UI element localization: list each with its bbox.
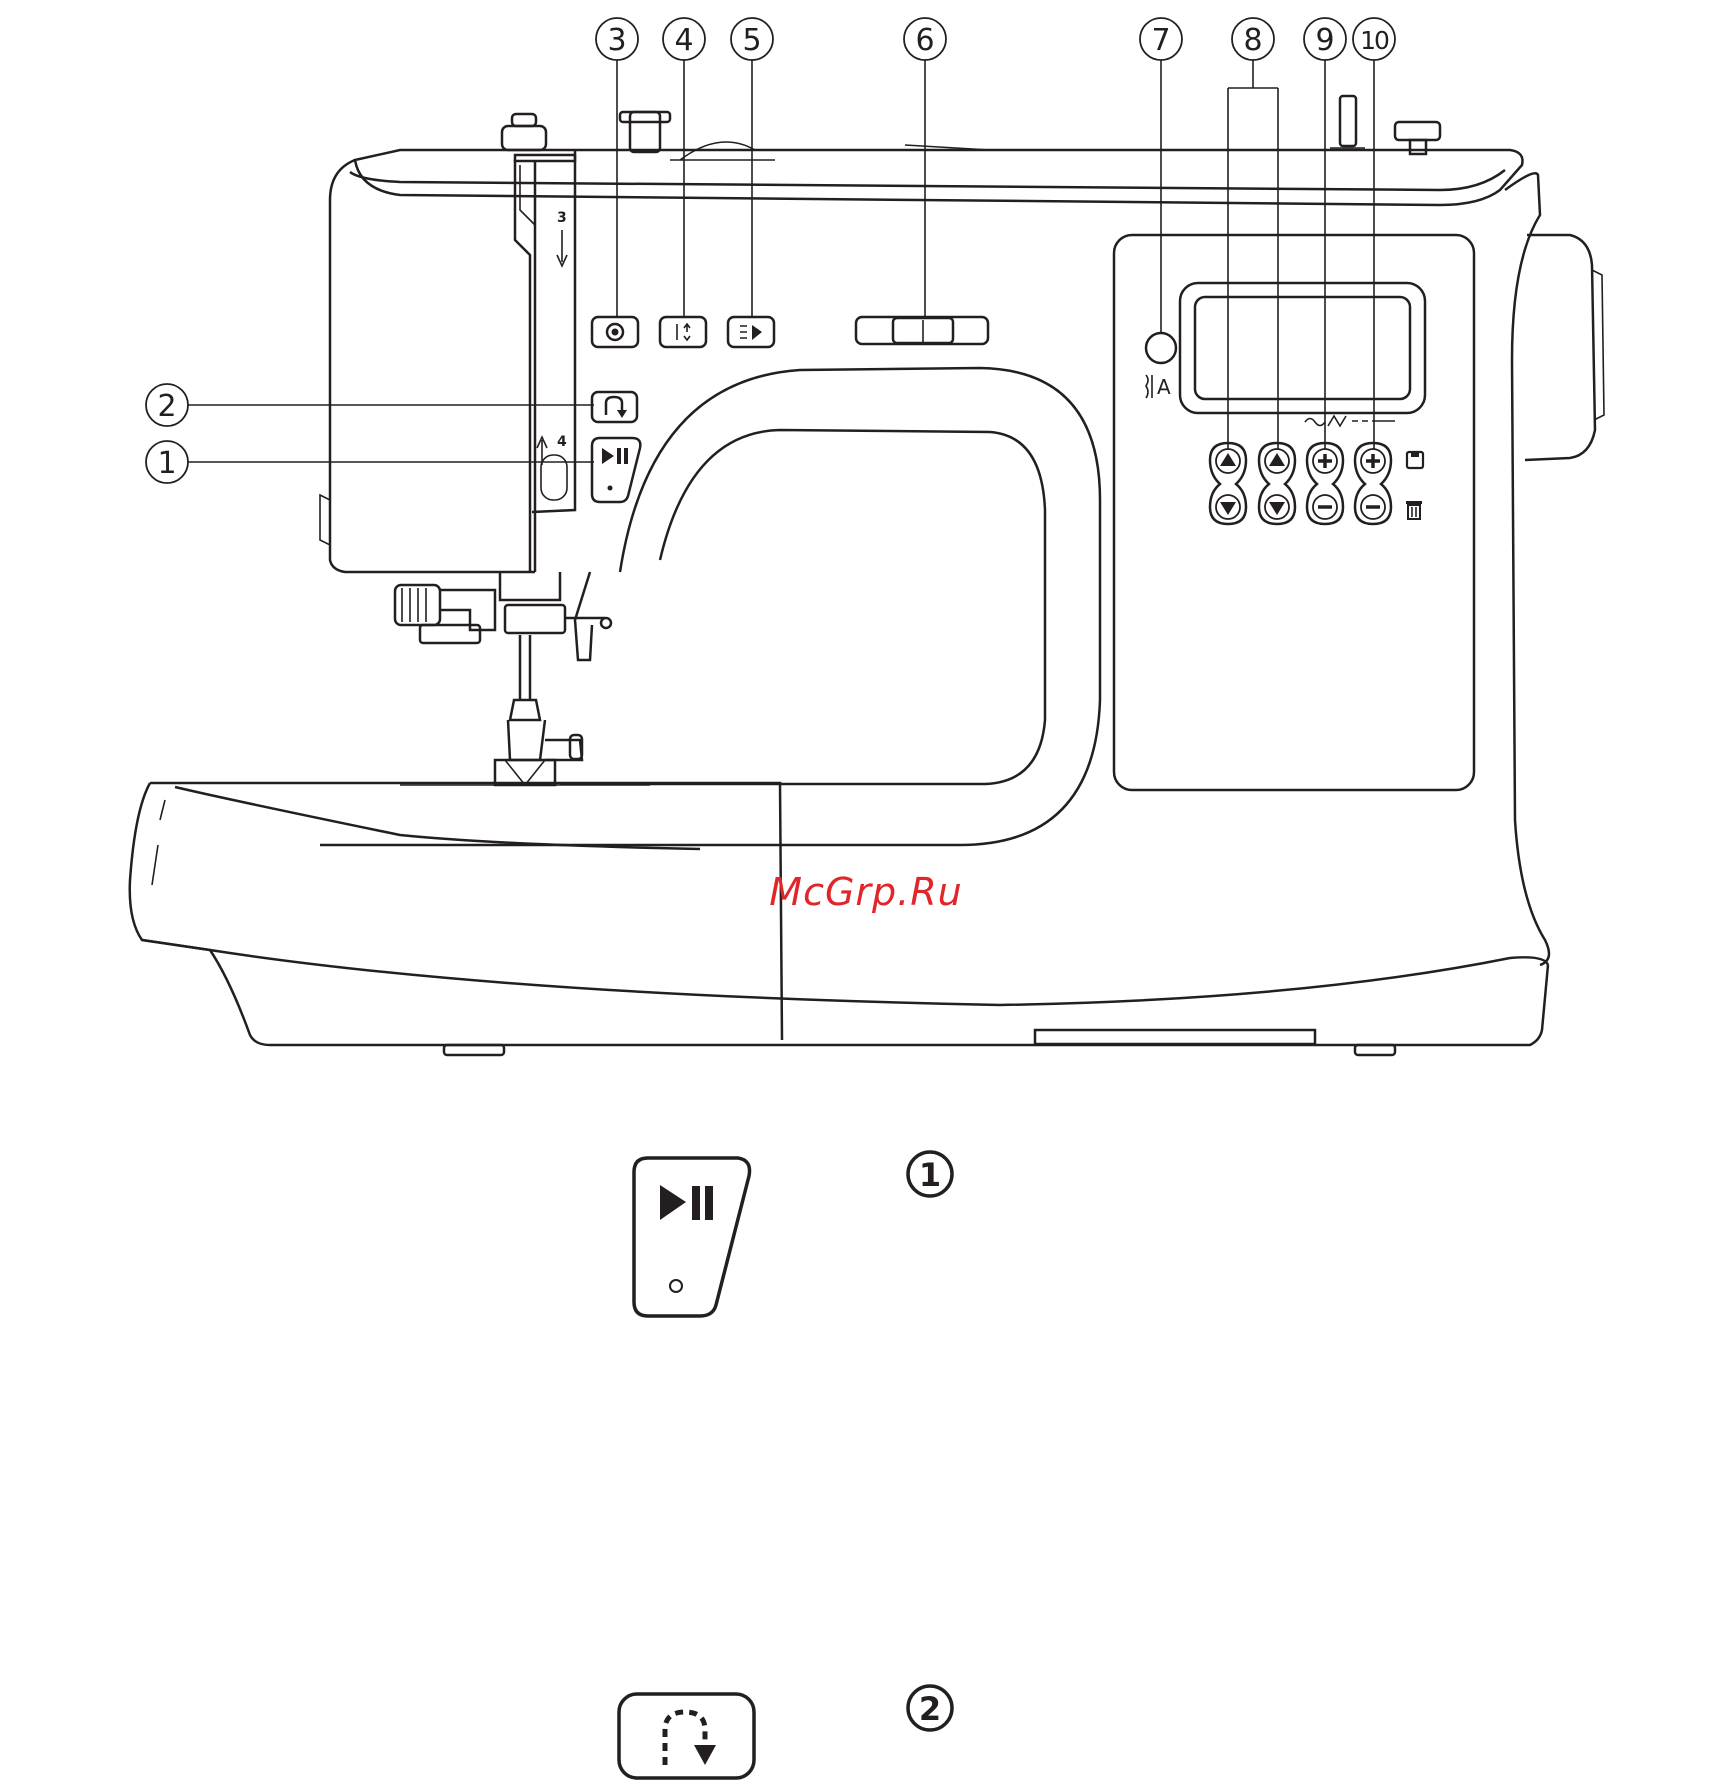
detail-callout-2: 2 [919, 1690, 941, 1728]
top-button-group [592, 317, 988, 347]
callout-9: 9 [1315, 23, 1334, 58]
callout-3: 3 [607, 23, 626, 58]
callout-1: 1 [157, 446, 176, 481]
detail-reverse-button [619, 1694, 754, 1778]
presser-foot-assembly [395, 572, 650, 785]
watermark: McGrp.Ru [769, 870, 962, 914]
thread-guide-marker-3: 3 [557, 210, 567, 226]
mode-button[interactable] [1146, 333, 1176, 363]
callout-7: 7 [1151, 23, 1170, 58]
display-frame [1180, 283, 1425, 413]
callout-8: 8 [1243, 23, 1262, 58]
callout-2: 2 [157, 389, 176, 424]
callout-4: 4 [674, 23, 693, 58]
callout-10: 10 [1360, 26, 1389, 55]
scroll-button-group-2 [1259, 443, 1295, 524]
save-icon [1407, 452, 1423, 468]
detail-callout-1: 1 [919, 1156, 941, 1194]
scroll-button-group-1 [1210, 443, 1246, 524]
stitch-length-button[interactable] [660, 317, 706, 347]
callout-5: 5 [742, 23, 761, 58]
left-button-group [592, 392, 640, 502]
mode-label: A [1157, 375, 1171, 399]
detail-start-stop: 1 [634, 1152, 952, 1316]
stitch-width-buttons [1307, 443, 1343, 524]
thread-guide-marker-4: 4 [557, 434, 567, 450]
tie-off-button[interactable] [728, 317, 774, 347]
detail-reverse: 2 [619, 1686, 952, 1778]
control-panel: A [1114, 235, 1474, 790]
stitch-length-buttons [1355, 443, 1391, 524]
start-stop-button[interactable] [592, 438, 640, 502]
detail-start-stop-button [634, 1158, 750, 1316]
callout-6: 6 [915, 23, 934, 58]
stitch-mode-icon [1146, 375, 1152, 398]
trash-icon [1406, 501, 1422, 519]
